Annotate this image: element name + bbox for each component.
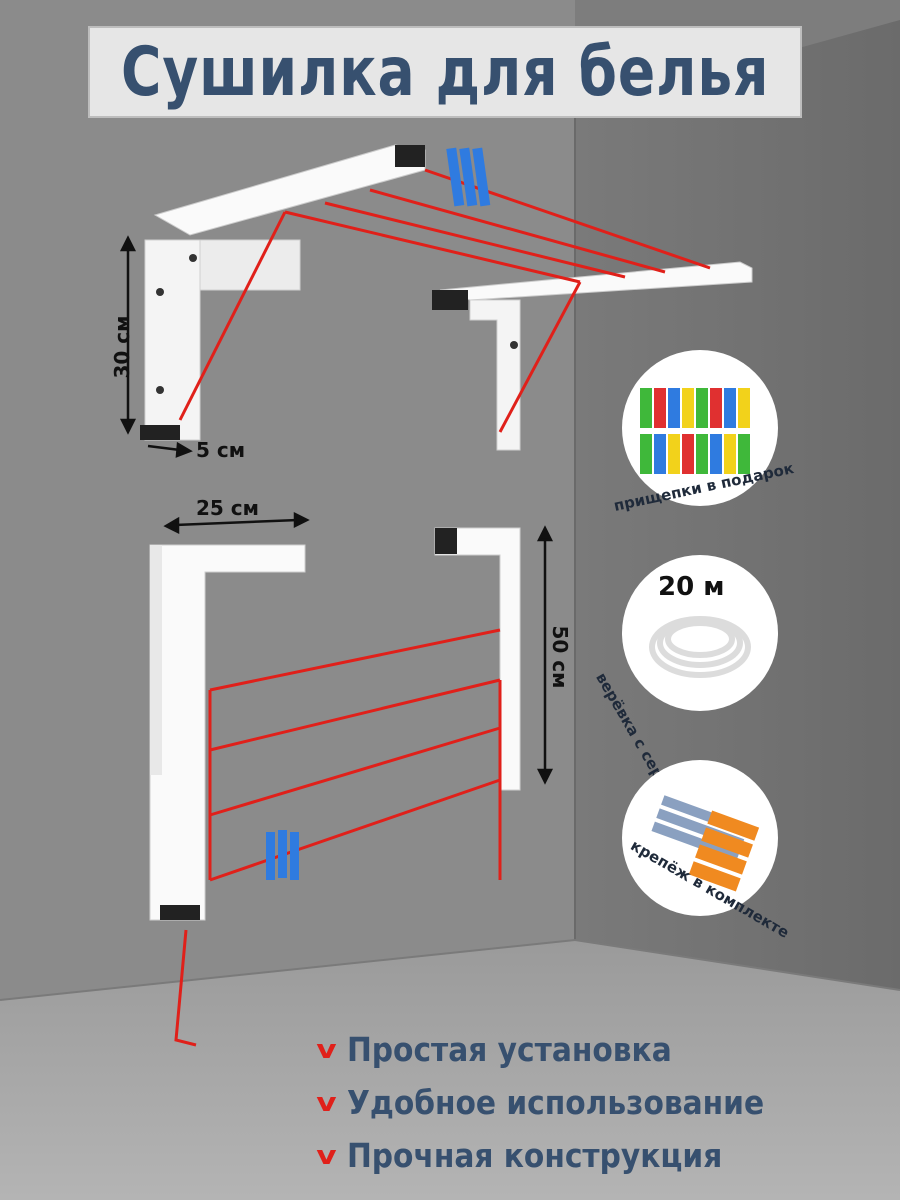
- top-arm: [153, 144, 426, 236]
- check-mark-icon: v: [316, 1087, 337, 1118]
- feature-item: v Прочная конструкция: [316, 1136, 723, 1175]
- right-frame: [434, 527, 521, 791]
- feature-item: v Удобное использование: [316, 1083, 765, 1122]
- left-frame: [149, 544, 306, 921]
- right-arm: [432, 261, 753, 451]
- check-mark-icon: v: [316, 1034, 337, 1065]
- rope-badge: [622, 555, 778, 711]
- feature-label: Прочная конструкция: [346, 1136, 723, 1175]
- pegs-top: [446, 147, 491, 207]
- feature-item: v Простая установка: [316, 1030, 672, 1069]
- ropes-front: [174, 628, 502, 1047]
- title-banner: Сушилка для белья: [88, 26, 802, 118]
- left-wall-bracket: [140, 239, 301, 441]
- dimension-arrow-icon: [163, 511, 554, 785]
- check-mark-icon: v: [316, 1140, 337, 1171]
- depth-5-label: 5 см: [196, 438, 246, 462]
- dimension-arrow-icon: [119, 235, 193, 458]
- pegs-front: [266, 830, 299, 880]
- feature-label: Удобное использование: [346, 1083, 765, 1122]
- pegs-badge: [622, 350, 778, 506]
- rope-length-label: 20 м: [658, 572, 725, 602]
- fasteners-icon: [651, 795, 760, 892]
- page-title: Сушилка для белья: [120, 32, 770, 112]
- clothespins-icon: [640, 388, 750, 474]
- width-25-label: 25 см: [196, 496, 259, 520]
- rope-coil-icon: [649, 616, 751, 678]
- height-50-label: 50 см: [548, 625, 572, 689]
- fasteners-badge: [622, 760, 778, 916]
- feature-label: Простая установка: [346, 1030, 672, 1069]
